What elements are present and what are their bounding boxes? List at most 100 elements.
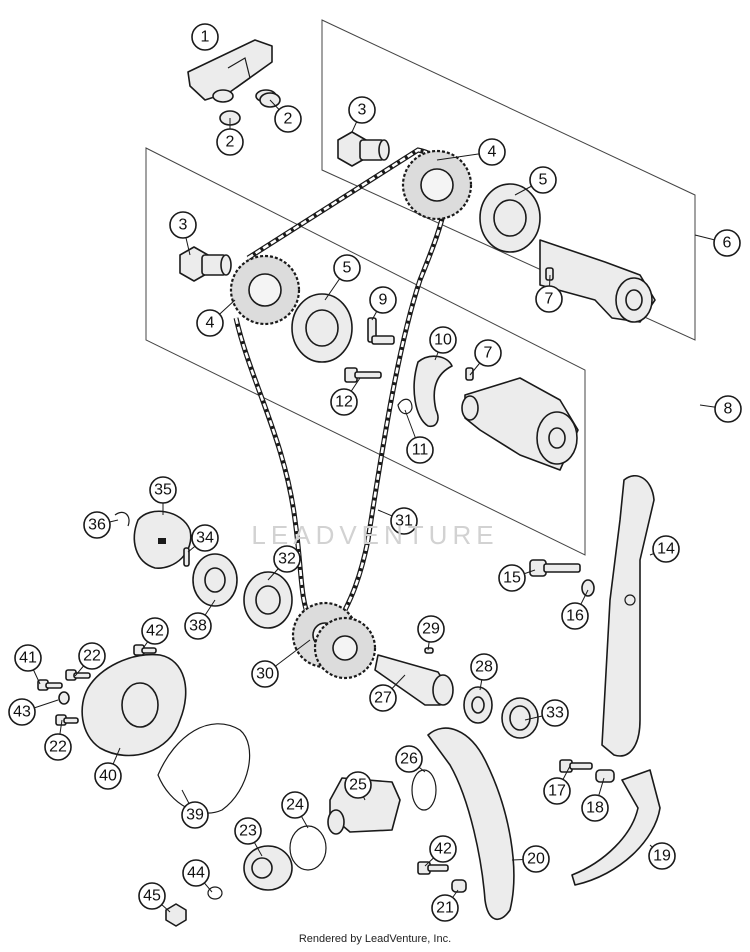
bearing-upper [479,183,541,253]
pump-bolt-22-lower [55,714,79,726]
callout-16: 16 [561,602,589,630]
callout-number: 20 [527,851,545,868]
lever-screw [344,367,382,383]
callout-5: 5 [333,254,361,282]
callout-circle [561,602,589,630]
callout-number: 33 [546,705,564,722]
thrust-washer [463,686,493,724]
plate-slot [158,538,166,544]
camshaft-gear-upper [401,149,473,221]
callout-circle [8,698,36,726]
guide-mount-sleeve [451,879,467,893]
callout-number: 18 [586,800,604,817]
callout-circle [78,642,106,670]
callout-number: 39 [186,807,204,824]
callout-number: 19 [653,848,671,865]
callout-number: 41 [19,650,37,667]
callout-number: 8 [724,401,733,418]
callout-number: 22 [83,648,101,665]
callout-33: 33 [541,699,569,727]
callout-number: 6 [723,235,732,252]
callout-number: 38 [189,618,207,635]
callout-35: 35 [149,476,177,504]
guide-sleeve [595,769,615,783]
callout-34: 34 [191,524,219,552]
footer-credit: Rendered by LeadVenture, Inc. [298,933,452,945]
chain-guide-rail-long [427,727,515,921]
callout-number: 23 [239,823,257,840]
exhaust-camshaft [539,239,656,323]
water-pump-impeller [243,845,293,891]
callout-number: 45 [143,888,161,905]
dowel-pin-34 [183,547,190,567]
callout-number: 25 [349,777,367,794]
callout-22: 22 [44,733,72,761]
decompressor-lever [413,355,453,428]
callout-number: 43 [13,704,31,721]
callout-circle [191,23,219,51]
callout-17: 17 [543,777,571,805]
callout-circle [196,309,224,337]
callout-circle [348,96,376,124]
callout-41: 41 [14,644,42,672]
callout-circle [478,138,506,166]
crank-bearing [243,571,293,629]
callout-26: 26 [395,745,423,773]
callout-circle [369,684,397,712]
callout-circle [429,835,457,863]
callout-circle [714,395,742,423]
needle-bearing [501,697,539,739]
callout-circle [333,254,361,282]
callout-8: 8 [714,395,742,423]
callout-circle [344,771,372,799]
impeller-nut [165,903,187,927]
callout-circle [191,524,219,552]
callout-38: 38 [184,612,212,640]
callout-7: 7 [535,285,563,313]
callout-number: 16 [566,608,584,625]
callout-6: 6 [713,229,741,257]
callout-45: 45 [138,882,166,910]
callout-number: 42 [434,841,452,858]
callout-circle [330,388,358,416]
callout-number: 12 [335,394,353,411]
crankshaft-gear-b [313,616,377,680]
rail-bolt [529,559,581,577]
callout-circle [369,286,397,314]
callout-number: 7 [545,291,554,308]
callout-circle [522,845,550,873]
callout-18: 18 [581,794,609,822]
bearing-pin-lower [179,246,232,282]
o-ring [411,769,437,811]
callout-number: 4 [488,144,497,161]
callout-circle [273,545,301,573]
spacer-ring [192,553,238,607]
callout-number: 2 [226,134,235,151]
callout-27: 27 [369,684,397,712]
lever-pin [367,317,395,345]
callout-14: 14 [652,535,680,563]
pump-washer-43 [58,691,70,705]
callout-number: 17 [548,783,566,800]
callout-number: 30 [256,666,274,683]
exhaust-camshaft-frame [321,19,696,341]
callout-29: 29 [417,615,445,643]
callout-circle [535,285,563,313]
intermediate-shaft [374,654,454,706]
dowel-pin-intake [465,367,474,381]
callout-number: 35 [154,482,172,499]
callout-number: 32 [278,551,296,568]
callout-4: 4 [478,138,506,166]
callout-number: 4 [206,315,215,332]
callout-number: 7 [484,345,493,362]
callout-circle [470,653,498,681]
callout-circle [94,762,122,790]
callout-number: 9 [379,292,388,309]
callout-3: 3 [169,211,197,239]
rail-washer [581,579,595,597]
callout-circle [431,894,459,922]
callout-number: 14 [657,541,675,558]
callout-circle [251,660,279,688]
callout-4: 4 [196,309,224,337]
callout-28: 28 [470,653,498,681]
